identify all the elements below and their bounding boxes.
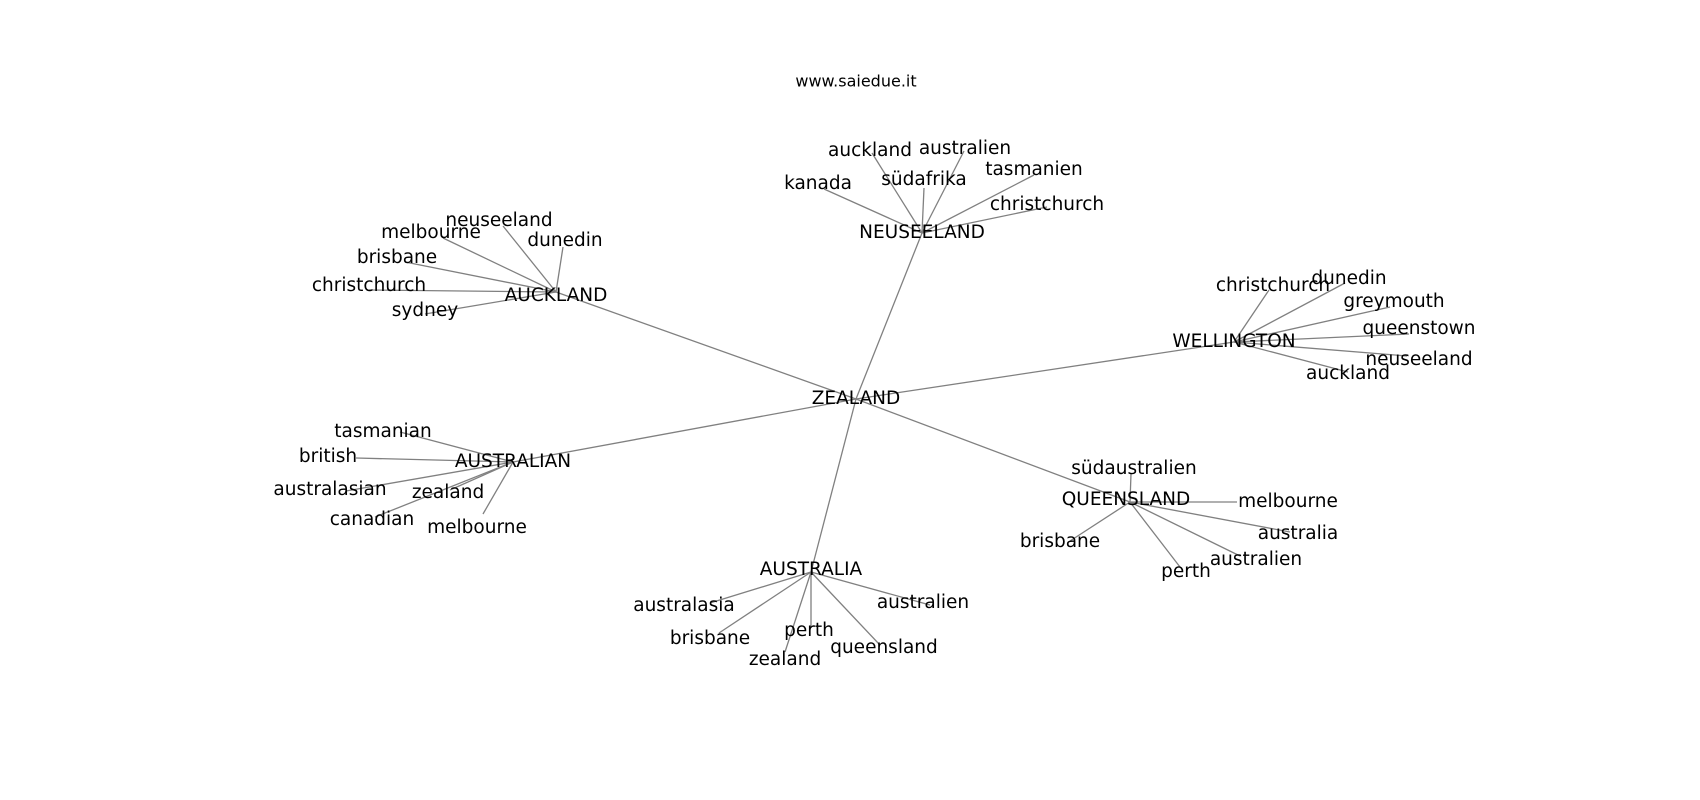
leaf-node-label: dunedin bbox=[527, 230, 602, 251]
edge-hub-to-leaf bbox=[374, 461, 514, 518]
leaf-node-label: australien bbox=[1210, 549, 1302, 570]
leaf-node-label: südafrika bbox=[881, 169, 966, 190]
edge-hub-to-leaf bbox=[555, 246, 564, 293]
leaf-node-label: zealand bbox=[749, 649, 821, 670]
leaf-node-label: südaustralien bbox=[1071, 458, 1196, 479]
edge-root-to-hub bbox=[855, 232, 923, 400]
leaf-node-label: brisbane bbox=[670, 628, 750, 649]
edge-hub-to-leaf bbox=[784, 571, 812, 653]
edge-root-to-hub bbox=[512, 398, 857, 463]
edge-hub-to-leaf bbox=[442, 237, 557, 293]
leaf-node-label: australasia bbox=[633, 595, 735, 616]
leaf-node-label: australasian bbox=[273, 479, 386, 500]
edge-hub-to-leaf bbox=[1129, 501, 1291, 533]
leaf-node-label: auckland bbox=[828, 140, 912, 161]
edge-hub-to-leaf bbox=[921, 187, 925, 234]
leaf-node-label: queenstown bbox=[1362, 318, 1475, 339]
leaf-node-label: australien bbox=[877, 592, 969, 613]
edge-hub-to-leaf bbox=[921, 206, 1048, 234]
edge-hub-to-leaf bbox=[718, 571, 812, 634]
edge-hub-to-leaf bbox=[424, 291, 557, 315]
edge-hub-to-leaf bbox=[355, 457, 514, 463]
edge-hub-to-leaf bbox=[502, 225, 557, 293]
edge-hub-to-leaf bbox=[1129, 501, 1181, 568]
hub-node-label: AUCKLAND bbox=[505, 285, 608, 306]
graph-labels: ZEALAND NEUSEELAND auckland australien kanad… bbox=[273, 138, 1475, 670]
edge-hub-to-leaf bbox=[709, 571, 812, 604]
watermark-text: www.saiedue.it bbox=[795, 72, 916, 91]
leaf-node-label: brisbane bbox=[357, 247, 437, 268]
edge-hub-to-leaf bbox=[810, 571, 931, 606]
leaf-node-label: neuseeland bbox=[445, 210, 552, 231]
hub-node-label: AUSTRALIA bbox=[760, 559, 863, 580]
leaf-node-label: british bbox=[299, 446, 357, 467]
edge-hub-to-leaf bbox=[1069, 501, 1131, 542]
leaf-node-label: christchurch bbox=[312, 275, 426, 296]
edge-root-to-hub bbox=[555, 291, 857, 400]
leaf-node-label: canadian bbox=[330, 509, 415, 530]
edge-hub-to-leaf bbox=[345, 461, 514, 492]
edge-hub-to-leaf bbox=[368, 289, 557, 293]
leaf-node-label: perth bbox=[784, 620, 834, 641]
hub-node-label: QUEENSLAND bbox=[1062, 489, 1191, 510]
leaf-node-label: australien bbox=[919, 138, 1011, 159]
edge-hub-to-leaf bbox=[1233, 289, 1270, 343]
edge-root-to-hub bbox=[855, 398, 1131, 503]
leaf-node-label: perth bbox=[1161, 561, 1211, 582]
edge-hub-to-leaf bbox=[482, 461, 514, 515]
edge-hub-to-leaf bbox=[1233, 333, 1410, 343]
leaf-node-label: melbourne bbox=[1238, 491, 1338, 512]
edge-hub-to-leaf bbox=[871, 152, 923, 234]
root-node-label: ZEALAND bbox=[812, 388, 901, 409]
hub-node-label: AUSTRALIAN bbox=[455, 451, 571, 472]
leaf-node-label: christchurch bbox=[1216, 275, 1330, 296]
leaf-node-label: dunedin bbox=[1311, 268, 1386, 289]
edge-root-to-hub bbox=[855, 341, 1235, 400]
edge-hub-to-leaf bbox=[1233, 341, 1408, 357]
hub-node-label: NEUSEELAND bbox=[859, 222, 985, 243]
leaf-node-label: sydney bbox=[392, 300, 458, 321]
leaf-node-label: melbourne bbox=[381, 222, 481, 243]
edge-hub-to-leaf bbox=[921, 150, 965, 234]
edge-hub-to-leaf bbox=[1233, 282, 1346, 343]
leaf-node-label: kanada bbox=[784, 173, 852, 194]
leaf-node-label: australia bbox=[1258, 523, 1339, 544]
edge-hub-to-leaf bbox=[1233, 306, 1391, 343]
leaf-node-label: neuseeland bbox=[1365, 349, 1472, 370]
leaf-node-label: greymouth bbox=[1343, 291, 1444, 312]
leaf-node-label: christchurch bbox=[990, 194, 1104, 215]
edge-hub-to-leaf bbox=[921, 174, 1035, 234]
leaf-node-label: zealand bbox=[412, 482, 484, 503]
edge-hub-to-leaf bbox=[404, 261, 557, 293]
hub-node-label: WELLINGTON bbox=[1172, 331, 1295, 352]
edge-hub-to-leaf bbox=[810, 571, 880, 645]
leaf-node-label: queensland bbox=[830, 637, 938, 658]
edge-hub-to-leaf bbox=[1129, 501, 1241, 557]
graph-edges bbox=[345, 150, 1410, 653]
edge-root-to-hub bbox=[810, 398, 857, 573]
leaf-node-label: tasmanian bbox=[334, 421, 432, 442]
edge-hub-to-leaf bbox=[399, 431, 514, 463]
leaf-node-label: melbourne bbox=[427, 517, 527, 538]
edge-hub-to-leaf bbox=[823, 188, 923, 234]
leaf-node-label: brisbane bbox=[1020, 531, 1100, 552]
edge-hub-to-leaf bbox=[1129, 473, 1132, 503]
edge-hub-to-leaf bbox=[1233, 341, 1349, 373]
leaf-node-label: tasmanien bbox=[985, 159, 1083, 180]
leaf-node-label: auckland bbox=[1306, 363, 1390, 384]
